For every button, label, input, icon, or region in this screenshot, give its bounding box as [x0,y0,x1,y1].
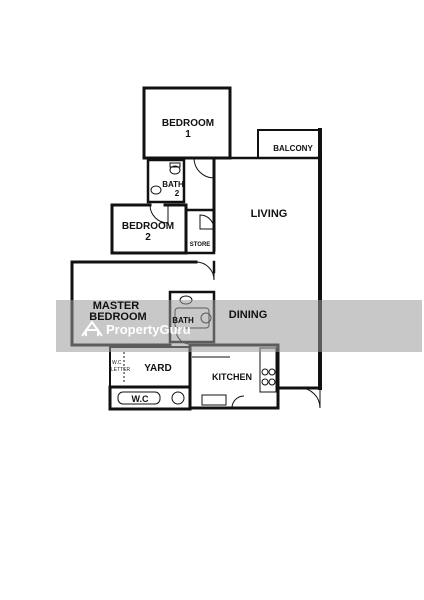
label-bedroom-2: BEDROOM [122,221,174,232]
propertyguru-logo-icon [81,320,103,337]
label-wc-letter: W.C [112,360,122,366]
watermark-band [56,300,422,352]
door-bedroom-1 [193,157,215,179]
label-bedroom-1-number: 1 [185,129,191,140]
sink-icon [150,185,162,195]
watermark-text: PropertyGuru [106,322,191,337]
bathtub-icon [117,391,161,405]
label-bath-2: BATH [162,180,184,189]
stove-burner-icon [268,368,276,376]
toilet-icon [171,391,185,405]
label-bedroom-1: BEDROOM [162,118,214,129]
door-master [195,261,215,281]
toilet-icon [169,165,181,175]
wc-walls [108,385,192,411]
label-yard: YARD [144,363,171,374]
label-master-bedroom: BEDROOM [89,311,146,323]
door-bedroom-2 [149,204,169,224]
label-store: STORE [190,242,211,248]
door-store [199,214,215,230]
label-bath: BATH [172,316,194,325]
fixtures [117,162,277,406]
label-living: LIVING [251,208,288,220]
label-bedroom-2-number: 2 [145,232,151,243]
stove-burner-icon [261,368,269,376]
bedroom-1-walls [142,86,232,160]
walls [70,86,322,411]
label-balcony: BALCONY [273,144,313,153]
label-kitchen: KITCHEN [212,372,252,382]
stove-burner-icon [261,378,269,386]
label-wc: W.C [132,394,149,404]
stove-burner-icon [268,378,276,386]
label-dining: DINING [229,309,268,321]
label-wc-letter-2: LETTER [111,367,131,373]
bath-2-walls [146,158,186,204]
door-kitchen [231,395,245,409]
label-master: MASTER [93,300,140,312]
kitchen-sink-icon [201,394,227,406]
door-main-entry [299,387,321,409]
watermark-logo: PropertyGuru [81,320,191,337]
label-bath-2-number: 2 [175,189,180,198]
